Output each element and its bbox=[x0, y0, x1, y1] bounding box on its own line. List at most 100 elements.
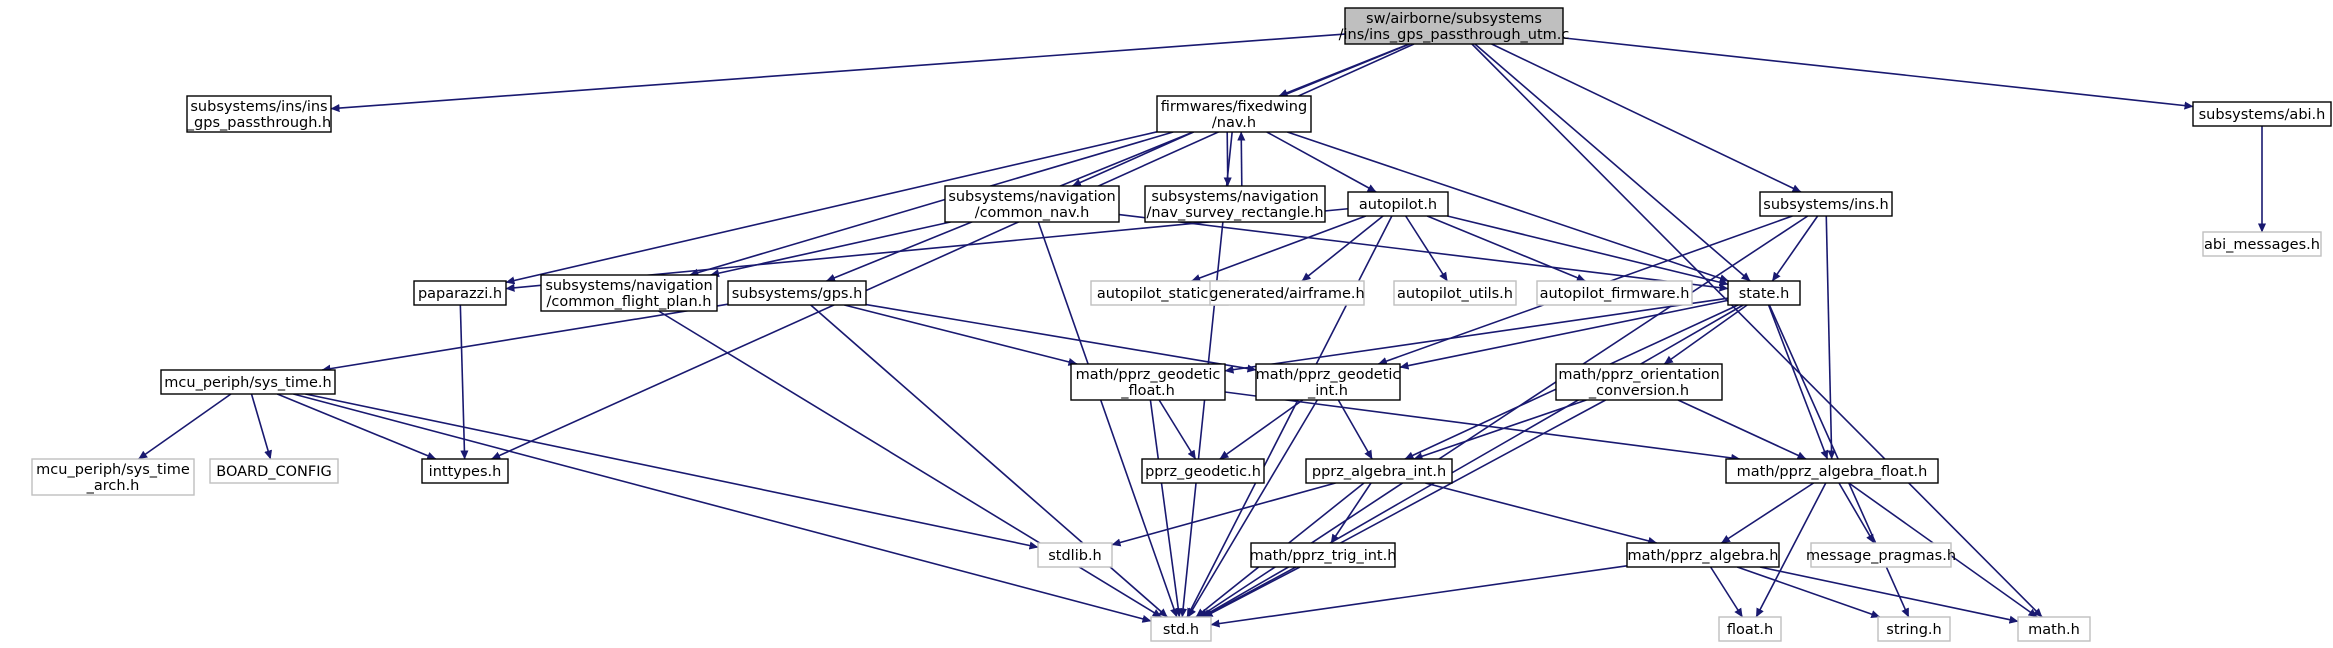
node-pprz-orientation-conversion-h[interactable]: math/pprz_orientation_conversion.h bbox=[1555, 363, 1723, 401]
node-label: firmwares/fixedwing bbox=[1161, 99, 1307, 115]
node-pprz-geodetic-float-h[interactable]: math/pprz_geodetic_float.h bbox=[1070, 363, 1226, 401]
node-box bbox=[1725, 458, 1939, 484]
node-root[interactable]: sw/airborne/subsystems/ins/ins_gps_passt… bbox=[1339, 7, 1570, 45]
edge-sys_time_h-to-stdlib_h bbox=[305, 393, 1039, 550]
edge-pprz_geodetic_float_h-to-std_h bbox=[1149, 399, 1183, 618]
node-box bbox=[1255, 363, 1401, 401]
node-label: math/pprz_geodetic bbox=[1076, 367, 1221, 383]
edge-pprz_algebra_int_h-to-pprz_trig_int_h bbox=[1330, 482, 1372, 544]
edge-autopilot_h-to-autopilot_firmware_h bbox=[1426, 215, 1586, 282]
node-nav-survey-rect-h[interactable]: subsystems/navigation/nav_survey_rectang… bbox=[1144, 185, 1326, 223]
edge-root-to-math_h bbox=[1471, 43, 2043, 618]
edge-sys_time_h-to-board_config bbox=[250, 393, 272, 460]
edge-pprz_algebra_h-to-string_h bbox=[1736, 566, 1881, 618]
node-sys-time-h[interactable]: mcu_periph/sys_time.h bbox=[160, 369, 336, 395]
node-box bbox=[1150, 616, 1212, 642]
node-label: mcu_periph/sys_time bbox=[36, 462, 190, 478]
node-box bbox=[2017, 616, 2091, 642]
node-label: stdlib.h bbox=[1048, 548, 1102, 564]
node-box bbox=[1718, 616, 1782, 642]
node-label: inttypes.h bbox=[429, 464, 502, 480]
node-label: autopilot_static.h bbox=[1097, 286, 1222, 302]
node-label: math/pprz_trig_int.h bbox=[1250, 548, 1397, 564]
edge-pprz_algebra_float_h-to-pprz_algebra_h bbox=[1720, 482, 1815, 544]
node-box bbox=[1305, 458, 1453, 484]
edge-nav_survey_rect_h-to-fixedwing_nav_h bbox=[1237, 131, 1246, 187]
node-label: /common_flight_plan.h bbox=[547, 294, 712, 310]
node-label: BOARD_CONFIG bbox=[216, 464, 332, 480]
edge-common_nav_h-to-common_flight_plan_h bbox=[710, 221, 951, 278]
node-pprz-algebra-int-h[interactable]: pprz_algebra_int.h bbox=[1305, 458, 1453, 484]
node-pprz-geodetic-h[interactable]: pprz_geodetic.h bbox=[1141, 458, 1265, 484]
node-board-config: BOARD_CONFIG bbox=[209, 458, 339, 484]
node-common-nav-h[interactable]: subsystems/navigation/common_nav.h bbox=[944, 185, 1120, 223]
node-box bbox=[1090, 280, 1229, 306]
edge-common_flight_plan_h-to-std_h bbox=[658, 310, 1162, 618]
node-label: /nav_survey_rectangle.h bbox=[1146, 205, 1323, 221]
node-pprz-algebra-float-h[interactable]: math/pprz_algebra_float.h bbox=[1725, 458, 1939, 484]
node-pprz-algebra-h[interactable]: math/pprz_algebra.h bbox=[1626, 542, 1780, 568]
edge-autopilot_h-to-autopilot_utils_h bbox=[1405, 215, 1448, 282]
node-label: autopilot_utils.h bbox=[1397, 286, 1513, 302]
node-label: float.h bbox=[1727, 622, 1773, 638]
edge-pprz_algebra_float_h-to-message_pragmas_h bbox=[1838, 482, 1875, 544]
node-label: sw/airborne/subsystems bbox=[1366, 11, 1542, 27]
node-label: abi_messages.h bbox=[2204, 237, 2320, 253]
edge-pprz_geodetic_float_h-to-pprz_algebra_float_h bbox=[1224, 391, 1741, 462]
node-label: subsystems/ins.h bbox=[1763, 197, 1888, 213]
edge-state_h-to-pprz_geodetic_float_h bbox=[1224, 297, 1729, 374]
edge-fixedwing_nav_h-to-paparazzi_h bbox=[505, 131, 1158, 285]
node-paparazzi-h[interactable]: paparazzi.h bbox=[413, 280, 507, 306]
node-ins-gps-passthrough-h[interactable]: subsystems/ins/ins_gps_passthrough.h bbox=[186, 95, 332, 133]
node-box bbox=[1037, 542, 1113, 568]
node-box bbox=[1877, 616, 1951, 642]
edge-pprz_geodetic_int_h-to-pprz_algebra_int_h bbox=[1337, 399, 1373, 460]
node-box bbox=[1209, 280, 1365, 306]
node-message-pragmas-h: message_pragmas.h bbox=[1806, 542, 1956, 568]
node-box bbox=[186, 95, 332, 133]
node-label: subsystems/navigation bbox=[948, 189, 1115, 205]
edge-pprz_algebra_int_h-to-pprz_algebra_h bbox=[1425, 482, 1658, 545]
edge-pprz_trig_int_h-to-std_h bbox=[1203, 566, 1301, 618]
node-box bbox=[1810, 542, 1952, 568]
node-label: /ins/ins_gps_passthrough_utm.c bbox=[1339, 27, 1570, 43]
node-label: subsystems/navigation bbox=[545, 278, 712, 294]
edge-root-to-ins_gps_passthrough_h bbox=[330, 33, 1346, 113]
edge-pprz_geodetic_float_h-to-pprz_geodetic_h bbox=[1158, 399, 1197, 460]
edge-state_h-to-std_h bbox=[1201, 304, 1744, 618]
node-box bbox=[31, 458, 195, 496]
node-state-h[interactable]: state.h bbox=[1727, 280, 1801, 306]
node-fixedwing-nav-h[interactable]: firmwares/fixedwing/nav.h bbox=[1156, 95, 1312, 133]
node-label: paparazzi.h bbox=[418, 286, 502, 302]
node-autopilot-firmware-h: autopilot_firmware.h bbox=[1536, 280, 1693, 306]
node-common-flight-plan-h[interactable]: subsystems/navigation/common_flight_plan… bbox=[540, 274, 718, 312]
node-label: _int.h bbox=[1307, 383, 1348, 399]
edge-pprz_algebra_h-to-float_h bbox=[1709, 566, 1744, 618]
node-airframe-h: generated/airframe.h bbox=[1209, 280, 1365, 306]
node-box bbox=[727, 280, 867, 306]
node-pprz-trig-int-h[interactable]: math/pprz_trig_int.h bbox=[1250, 542, 1397, 568]
edge-gps_h-to-sys_time_h bbox=[321, 303, 729, 373]
node-box bbox=[1156, 95, 1312, 133]
edge-state_h-to-pprz_geodetic_int_h bbox=[1399, 299, 1729, 370]
node-abi-h[interactable]: subsystems/abi.h bbox=[2192, 101, 2332, 127]
edges-layer bbox=[138, 33, 2267, 628]
node-float-h: float.h bbox=[1718, 616, 1782, 642]
node-box bbox=[1393, 280, 1517, 306]
node-ins-h[interactable]: subsystems/ins.h bbox=[1759, 191, 1893, 217]
node-label: /common_nav.h bbox=[975, 205, 1090, 221]
node-autopilot-h[interactable]: autopilot.h bbox=[1347, 191, 1449, 217]
node-label: math/pprz_orientation bbox=[1558, 367, 1719, 383]
node-label: autopilot_firmware.h bbox=[1540, 286, 1690, 302]
node-sys-time-arch-h: mcu_periph/sys_time_arch.h bbox=[31, 458, 195, 496]
node-gps-h[interactable]: subsystems/gps.h bbox=[727, 280, 867, 306]
node-box bbox=[160, 369, 336, 395]
edge-state_h-to-pprz_algebra_float_h bbox=[1767, 304, 1829, 460]
node-abi-messages-h: abi_messages.h bbox=[2202, 231, 2322, 257]
node-label: subsystems/abi.h bbox=[2199, 107, 2326, 123]
edge-pprz_algebra_h-to-math_h bbox=[1759, 566, 2019, 624]
node-label: pprz_geodetic.h bbox=[1145, 464, 1261, 480]
node-inttypes-h[interactable]: inttypes.h bbox=[421, 458, 509, 484]
node-pprz-geodetic-int-h[interactable]: math/pprz_geodetic_int.h bbox=[1255, 363, 1401, 401]
node-label: /nav.h bbox=[1212, 115, 1256, 131]
